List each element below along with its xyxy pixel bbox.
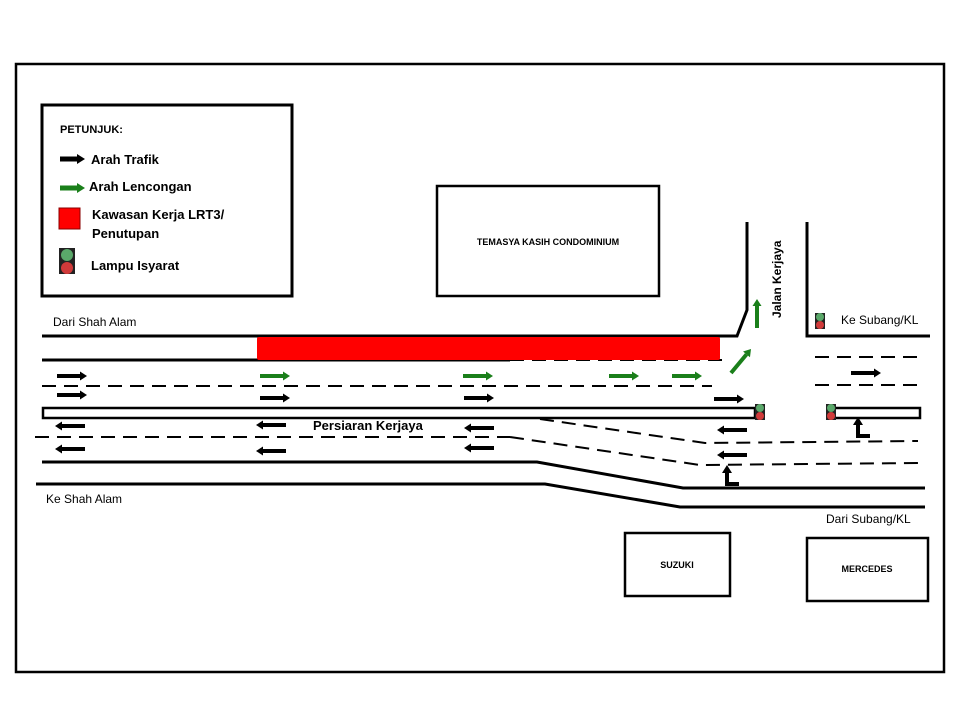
jalan-kerjaya-label: Jalan Kerjaya bbox=[770, 240, 784, 318]
mercedes-label: MERCEDES bbox=[841, 564, 892, 574]
condominium-building bbox=[435, 184, 661, 298]
black-arrow-icon bbox=[55, 444, 85, 454]
legend-label-closure: Penutupan bbox=[92, 226, 159, 241]
legend-label-diversion: Arah Lencongan bbox=[89, 179, 192, 194]
mercedes-building bbox=[805, 536, 930, 603]
black-arrow-icon bbox=[717, 425, 747, 435]
legend-title: PETUNJUK: bbox=[60, 124, 123, 136]
from-subang-label: Dari Subang/KL bbox=[826, 512, 911, 526]
to-shah-alam-label: Ke Shah Alam bbox=[46, 492, 122, 506]
red-square-icon bbox=[58, 207, 81, 230]
traffic-light-icon bbox=[59, 248, 75, 274]
suzuki-building bbox=[623, 531, 732, 598]
green-arrow-icon bbox=[463, 371, 493, 381]
lrt3-worksite-closure bbox=[257, 337, 720, 360]
black-arrow-icon bbox=[851, 368, 881, 378]
green-arrow-icon bbox=[60, 183, 85, 193]
traffic-light-median-left bbox=[755, 404, 765, 420]
suzuki-label: SUZUKI bbox=[660, 560, 694, 570]
u-turn-arrow-head-icon bbox=[853, 417, 863, 425]
black-arrow-icon bbox=[464, 443, 494, 453]
condominium-label: TEMASYA KASIH CONDOMINIUM bbox=[477, 237, 619, 247]
legend-box bbox=[40, 103, 294, 298]
black-arrow-icon bbox=[260, 393, 290, 403]
traffic-light-subang bbox=[815, 313, 825, 329]
green-arrow-icon bbox=[260, 371, 290, 381]
black-arrow-icon bbox=[57, 371, 87, 381]
persiaran-kerjaya-label: Persiaran Kerjaya bbox=[313, 418, 424, 433]
legend-label-signal: Lampu Isyarat bbox=[91, 258, 180, 273]
from-shah-alam-label: Dari Shah Alam bbox=[53, 315, 136, 329]
legend-label-traffic: Arah Trafik bbox=[91, 152, 160, 167]
black-arrow-icon bbox=[57, 390, 87, 400]
traffic-light-median-right bbox=[826, 404, 836, 420]
black-arrow-icon bbox=[714, 394, 744, 404]
black-arrow-icon bbox=[464, 423, 494, 433]
u-turn-arrow-head-icon bbox=[722, 465, 732, 473]
median-right bbox=[831, 406, 922, 420]
green-arrow-icon bbox=[752, 299, 762, 328]
green-arrow-icon bbox=[729, 349, 751, 375]
black-arrow-icon bbox=[60, 154, 85, 164]
green-arrow-icon bbox=[609, 371, 639, 381]
legend: PETUNJUK: Arah Trafik Arah Lencongan Kaw… bbox=[40, 103, 294, 298]
legend-label-worksite: Kawasan Kerja LRT3/ bbox=[92, 207, 225, 222]
black-arrow-icon bbox=[256, 446, 286, 456]
to-subang-label: Ke Subang/KL bbox=[841, 313, 919, 327]
u-turn-arrow-icon bbox=[856, 424, 870, 438]
traffic-arrows bbox=[55, 299, 881, 486]
median-left bbox=[41, 406, 757, 420]
black-arrow-icon bbox=[717, 450, 747, 460]
u-turn-arrow-icon bbox=[725, 472, 739, 486]
black-arrow-icon bbox=[55, 421, 85, 431]
black-arrow-icon bbox=[256, 420, 286, 430]
green-arrow-icon bbox=[672, 371, 702, 381]
black-arrow-icon bbox=[464, 393, 494, 403]
